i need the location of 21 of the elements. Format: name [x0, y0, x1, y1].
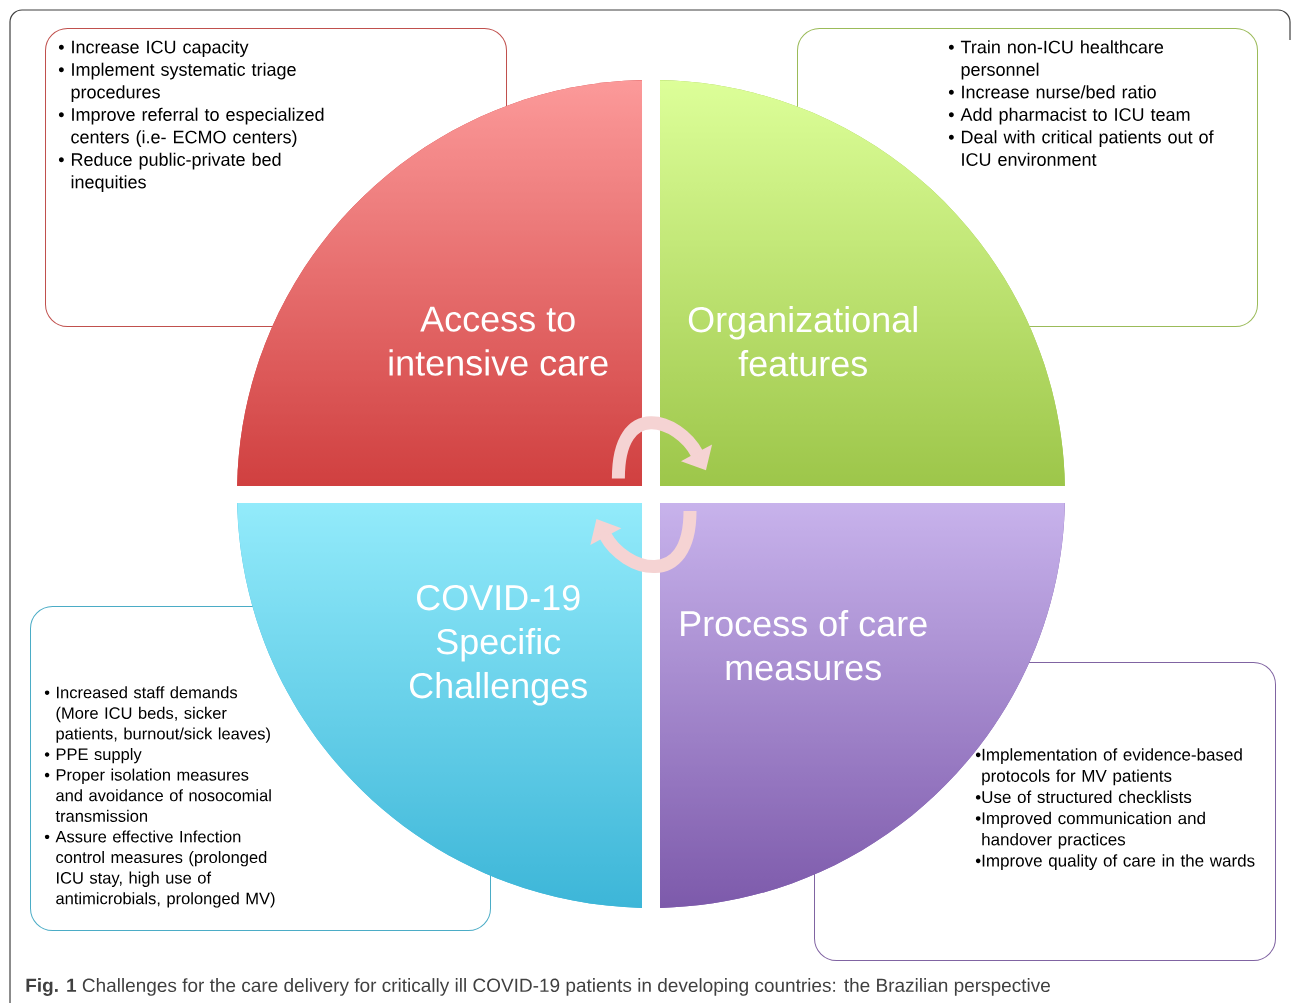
bullet-item: • Implement systematic triage procedures — [58, 62, 296, 102]
bullet-item: •Use of structured checklists — [975, 790, 1192, 804]
bullet-item: • Proper isolation measures and avoidance of nosocomial transmission — [44, 768, 271, 822]
bullet-item: • Increased staff demands (More ICU beds, sicker patients, burnout/sick leaves) — [44, 686, 270, 743]
bullet-item: • Deal with critical patients out of ICU environment — [948, 130, 1214, 166]
sector-title: COVID-19 Specific Challenges — [410, 584, 587, 706]
caption: Fig. 1 Challenges for the care delivery for critically ill COVID-19 patients in developing countries: the Brazilian perspective — [26, 978, 1050, 996]
bullet-item: • PPE supply — [44, 748, 142, 764]
bullet-item: •Improved communication and handover practices — [975, 811, 1205, 849]
sector-title: Access to intensive care — [389, 306, 608, 376]
bullet-item: • Improve referral to especialized centers (i.e- ECMO centers) — [58, 107, 324, 147]
bullet-item: • Increase nurse/bed ratio — [948, 85, 1156, 99]
bullet-item: • Train non-ICU healthcare personnel — [948, 40, 1164, 80]
sector-title: Organizational features — [688, 306, 917, 377]
bullet-item: • Increase ICU capacity — [58, 40, 249, 57]
bullet-item: • Add pharmacist to ICU team — [948, 107, 1190, 125]
sector-title: Process of care measures — [681, 610, 927, 681]
bullet-item: •Improve quality of care in the wards — [975, 854, 1255, 871]
bullet-item: • Reduce public-private bed inequities — [58, 152, 281, 192]
bullet-item: • Assure effective Infection control measures (prolonged ICU stay, high use of antimicrobials, prolonged MV) — [44, 830, 275, 908]
bullet-item: •Implementation of evidence-based protocols for MV patients — [975, 748, 1242, 786]
